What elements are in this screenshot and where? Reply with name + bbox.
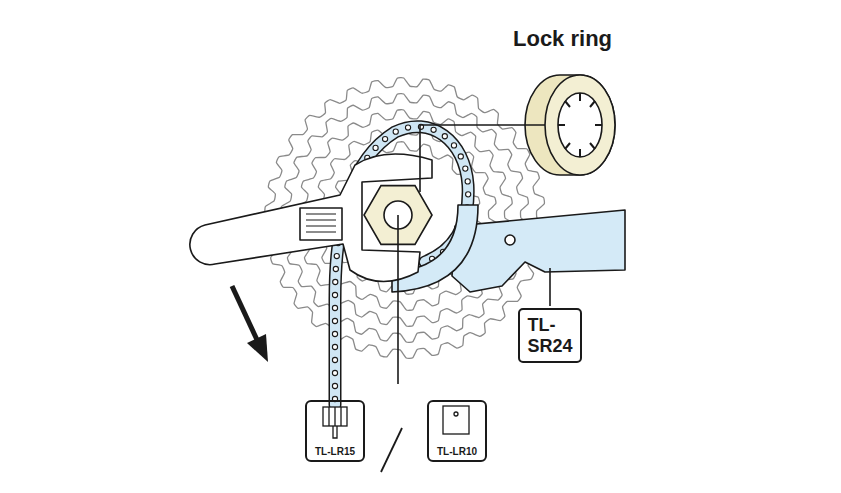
chain-roller xyxy=(465,179,470,184)
chain-roller xyxy=(382,136,387,141)
whip-handle xyxy=(452,210,625,292)
arrow-head xyxy=(247,334,268,362)
chain-roller xyxy=(451,143,456,148)
tool-icons xyxy=(323,406,469,438)
adjustable-wrench xyxy=(190,154,432,281)
wrench-body xyxy=(190,154,432,281)
lr15-icon-detail xyxy=(329,407,341,438)
chain-roller xyxy=(334,253,339,258)
tool-code: TL-SR24 xyxy=(527,315,572,356)
ring-face xyxy=(545,75,615,175)
leader-lines xyxy=(381,125,550,472)
chain-roller xyxy=(442,134,447,139)
chain-roller xyxy=(332,357,337,362)
direction-arrow xyxy=(232,286,268,362)
chain-roller xyxy=(463,166,468,171)
tool-icon-box: TL-LR10 xyxy=(427,400,487,462)
chain-roller xyxy=(466,192,471,197)
chain-roller xyxy=(333,266,338,271)
ring-splines xyxy=(558,93,602,157)
chain-roller xyxy=(332,383,337,388)
leader-line xyxy=(420,125,545,192)
leader-line xyxy=(397,215,399,384)
chain-roller xyxy=(332,318,337,323)
chain-roller xyxy=(332,370,337,375)
leader-line xyxy=(549,268,551,306)
chain-roller xyxy=(405,125,410,130)
chain-roller xyxy=(332,331,337,336)
arrow-shaft xyxy=(232,286,258,342)
chain-roller xyxy=(373,145,378,150)
tool-code: TL-LR10 xyxy=(429,447,485,457)
part-name: Lock ring xyxy=(513,26,612,52)
tool-box: TL-SR24 xyxy=(518,308,581,363)
lr10-icon-detail xyxy=(454,412,458,416)
whip-hole xyxy=(505,235,515,245)
spline-notches xyxy=(558,93,602,157)
chain-roller xyxy=(431,127,436,132)
chain-roller xyxy=(332,305,337,310)
chain-roller xyxy=(458,154,463,159)
sprockets xyxy=(265,78,545,359)
tool-icon-box: TL-LR15 xyxy=(305,400,365,462)
chain-roller xyxy=(393,129,398,134)
sprocket xyxy=(265,78,545,359)
tool-code: TL-LR15 xyxy=(307,447,363,457)
slash-line xyxy=(381,428,402,472)
lr10-icon xyxy=(443,406,469,434)
chain-roller xyxy=(332,344,337,349)
chain-roller xyxy=(332,292,337,297)
wrench-adjuster xyxy=(300,208,342,240)
chain-roller xyxy=(333,279,338,284)
adjuster-thread xyxy=(306,214,336,232)
